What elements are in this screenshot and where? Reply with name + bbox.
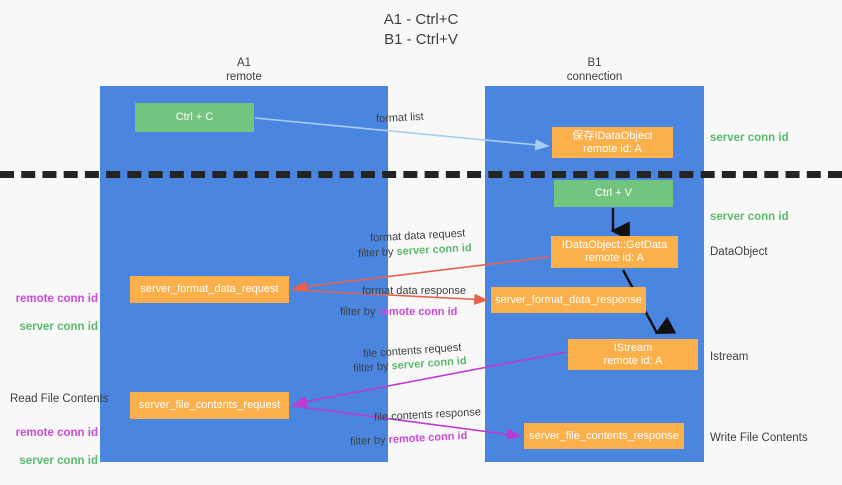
filter-value-server-conn-id: server conn id xyxy=(396,242,472,258)
label-write-file-contents: Write File Contents xyxy=(710,432,808,444)
node-server-format-data-response[interactable]: server_format_data_response xyxy=(491,287,646,313)
filter-value-server-conn-id: server conn id xyxy=(391,355,467,373)
lane-header-b1: B1 connection xyxy=(566,57,623,83)
node-ctrl-v[interactable]: Ctrl + V xyxy=(554,180,673,207)
filter-prefix: filter by xyxy=(340,306,379,318)
filter-value-remote-conn-id: remote conn id xyxy=(388,429,468,447)
page-title: A1 - Ctrl+C B1 - Ctrl+V xyxy=(383,11,459,48)
caption-format-data-response: format data response xyxy=(362,285,466,297)
filter-prefix: filter by xyxy=(349,434,389,449)
filter-prefix: filter by xyxy=(352,360,392,375)
node-save-idataobject[interactable]: 保存IDataObject remote id: A xyxy=(552,127,673,158)
label-istream: Istream xyxy=(710,351,749,363)
node-server-file-contents-response[interactable]: server_file_contents_response xyxy=(524,423,684,449)
label-remote-conn-id: remote conn id xyxy=(15,427,98,439)
label-server-conn-id-mid: server conn id xyxy=(710,211,789,223)
filter-prefix: filter by xyxy=(357,245,397,260)
label-conn-ids-format: remote conn id server conn id xyxy=(10,278,98,348)
filter-value-remote-conn-id: remote conn id xyxy=(378,306,458,318)
phase-divider xyxy=(0,171,842,178)
label-conn-ids-file: remote conn id server conn id xyxy=(10,412,98,482)
node-idataobject-getdata[interactable]: IDataObject::GetData remote id: A xyxy=(551,236,678,268)
node-ctrl-c[interactable]: Ctrl + C xyxy=(135,103,254,132)
label-dataobject: DataObject xyxy=(710,246,768,258)
label-read-file-contents: Read File Contents xyxy=(10,393,109,405)
node-server-format-data-request[interactable]: server_format_data_request xyxy=(130,276,289,303)
node-istream[interactable]: IStream remote id: A xyxy=(568,339,698,370)
label-server-conn-id: server conn id xyxy=(19,321,98,333)
caption-format-data-response-filter: filter by remote conn id xyxy=(340,305,457,319)
caption-format-list: format list xyxy=(375,110,424,126)
node-server-file-contents-request[interactable]: server_file_contents_request xyxy=(130,392,289,419)
label-remote-conn-id: remote conn id xyxy=(15,293,98,305)
label-server-conn-id: server conn id xyxy=(19,455,98,467)
label-server-conn-id-top: server conn id xyxy=(710,132,789,144)
caption-file-contents-response: file contents response xyxy=(373,406,482,424)
lane-header-a1: A1 remote xyxy=(226,57,262,83)
